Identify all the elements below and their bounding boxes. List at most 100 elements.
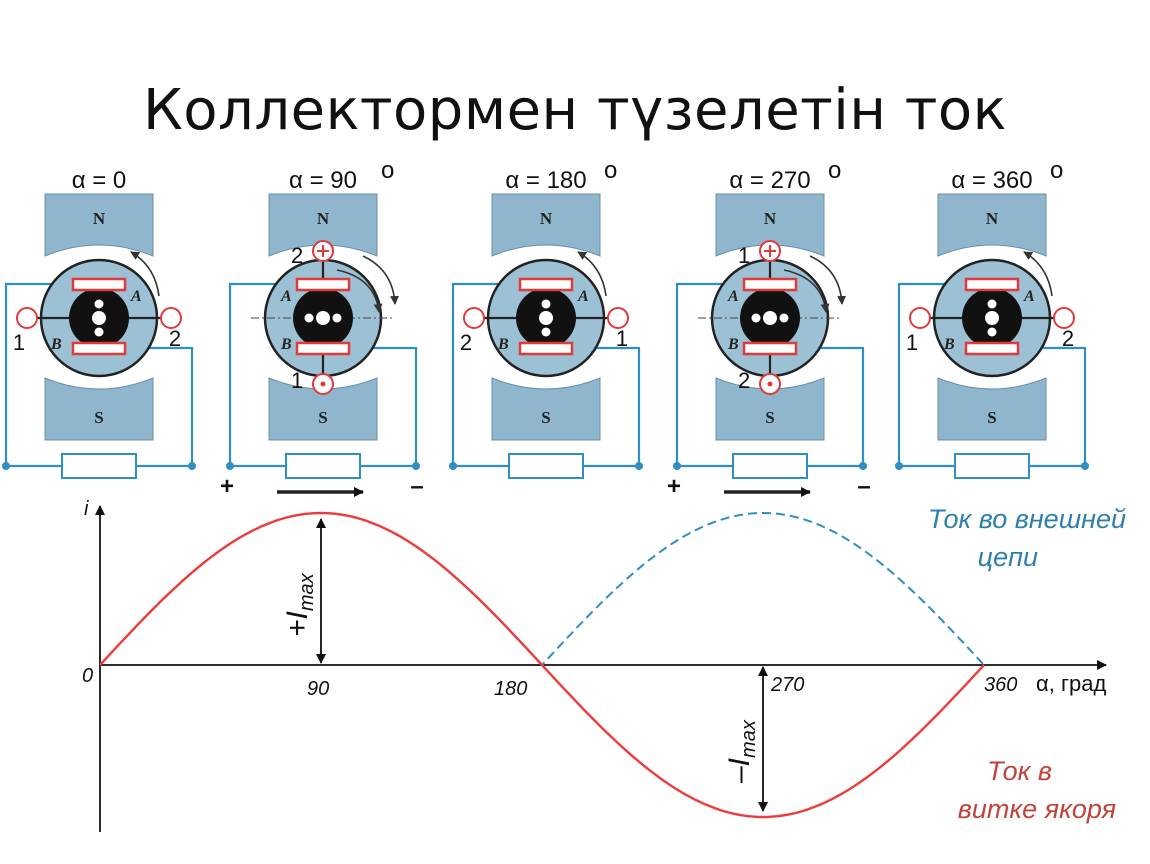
brush-b-label: B (943, 336, 955, 353)
degree-mark: o (604, 157, 617, 184)
commutator-hole (94, 299, 104, 309)
brush-a (71, 277, 127, 292)
commutator-hole (332, 313, 342, 323)
origin-label: 0 (82, 665, 93, 687)
rotation-arrow (130, 251, 160, 297)
x-tick-label: 270 (770, 674, 804, 696)
angle-label: α = 270 (729, 167, 810, 194)
degree-mark: o (1050, 157, 1063, 184)
shaft (763, 311, 777, 325)
plus-imax-label: +Imax (281, 572, 318, 637)
brush-a-label: A (727, 288, 739, 305)
conductor-number-right: 2 (169, 326, 181, 351)
conductor-number-top: 2 (291, 243, 303, 268)
angle-label: α = 0 (72, 167, 127, 194)
terminal-right (859, 462, 867, 470)
conductor-number-left: 2 (460, 330, 472, 355)
generator-panels: α = 0 N S A B 1 2 α = 90 oN S A B 2 1 + – α = 180 oN S A B 2 1… (2, 157, 1089, 500)
conductor-left (909, 307, 931, 329)
brush-b-label: B (50, 336, 62, 353)
minus-imax-main: –I (723, 758, 756, 784)
angle-label: α = 90 (289, 167, 357, 194)
commutator-hole (987, 299, 997, 309)
north-pole-label: N (93, 209, 106, 228)
brush-b-label: B (280, 336, 292, 353)
brush-b (295, 341, 351, 356)
minus-imax-label: –Imax (723, 719, 760, 784)
page-title: Коллектормен түзелетін ток (143, 78, 1007, 143)
brush-b (518, 341, 574, 356)
brush-a (518, 277, 574, 292)
rotation-arrow (1023, 251, 1053, 297)
conductor-left (16, 307, 38, 329)
brush-a-label: A (1023, 288, 1035, 305)
south-pole-label: S (765, 408, 774, 427)
x-tick-label: 90 (307, 678, 329, 700)
commutator-hole (94, 327, 104, 337)
y-axis-label: i (84, 498, 89, 520)
legend-armature-line2: витке якоря (958, 794, 1116, 824)
shaft (539, 311, 553, 325)
brush-a-label: A (130, 288, 142, 305)
conductor-right (607, 307, 629, 329)
load-resistor (954, 453, 1030, 479)
north-pole-label: N (986, 209, 999, 228)
load-resistor (508, 453, 584, 479)
north-pole-label: N (540, 209, 553, 228)
conductor-number-top: 1 (738, 243, 750, 268)
brush-a-label: A (577, 288, 589, 305)
commutator-hole (304, 313, 314, 323)
conductor-number-bottom: 1 (291, 368, 303, 393)
terminal-left (449, 462, 457, 470)
plus-imax-main: +I (281, 611, 314, 637)
commutator-hole (987, 327, 997, 337)
commutator-hole (751, 313, 761, 323)
terminal-left (226, 462, 234, 470)
conductor-left (463, 307, 485, 329)
south-pole-label: S (987, 408, 996, 427)
degree-mark: o (381, 157, 394, 184)
north-pole (491, 193, 601, 257)
north-pole (44, 193, 154, 257)
polarity-plus: + (667, 473, 681, 500)
rotation-arrow (809, 255, 847, 305)
load-resistor (285, 453, 361, 479)
brush-b-label: B (497, 336, 509, 353)
rotation-arrow (336, 269, 383, 313)
brush-b (71, 341, 127, 356)
south-pole (491, 377, 601, 441)
conductor-number-left: 1 (906, 330, 918, 355)
north-pole (937, 193, 1047, 257)
shaft (985, 311, 999, 325)
south-pole-label: S (94, 408, 103, 427)
terminal-right (188, 462, 196, 470)
conductor-bottom-dot (320, 381, 326, 387)
commutator-hole (541, 327, 551, 337)
brush-a (742, 277, 798, 292)
x-tick-label: 360 (984, 674, 1017, 696)
rotation-arrow (783, 269, 830, 313)
south-pole (44, 377, 154, 441)
brush-b (742, 341, 798, 356)
north-pole-label: N (764, 209, 777, 228)
shaft (316, 311, 330, 325)
load-resistor (61, 453, 137, 479)
conductor-bottom-dot (767, 381, 773, 387)
terminal-right (635, 462, 643, 470)
series-external-current (99, 511, 985, 667)
south-pole (937, 377, 1047, 441)
brush-b (964, 341, 1020, 356)
angle-label: α = 180 (505, 167, 586, 194)
legend-external-line2: цепи (978, 542, 1038, 572)
conductor-number-right: 1 (616, 326, 628, 351)
shaft (92, 311, 106, 325)
north-pole-label: N (317, 209, 330, 228)
polarity-minus: – (410, 473, 423, 500)
